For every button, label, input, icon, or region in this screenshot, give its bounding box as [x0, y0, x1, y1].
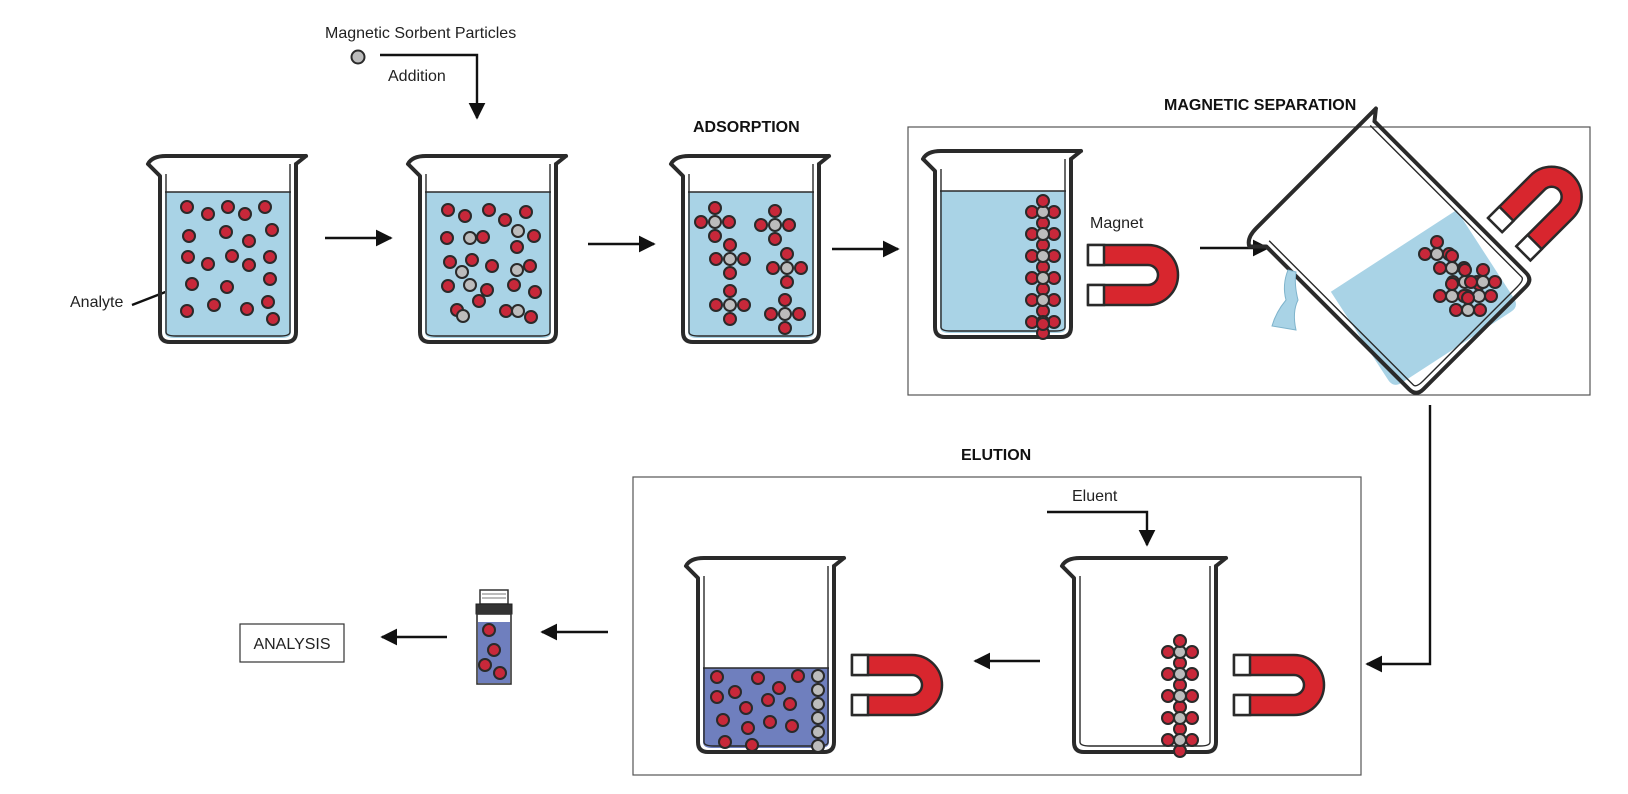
eluent-label: Eluent — [1072, 488, 1118, 505]
beaker-with-sorbent — [406, 154, 568, 344]
magnet-icon — [1232, 653, 1326, 717]
eluent-arrow — [1047, 510, 1156, 547]
analysis-label: ANALYSIS — [253, 636, 330, 653]
beaker-magnetic-separation — [921, 149, 1083, 340]
beaker-adsorption — [669, 154, 831, 344]
elution-title: ELUTION — [961, 447, 1031, 464]
magnetic-separation-box — [907, 126, 1591, 396]
magnetic-sorbent-particles-label: Magnetic Sorbent Particles — [325, 25, 516, 42]
addition-label: Addition — [388, 68, 446, 85]
magnet-icon — [850, 653, 944, 717]
analysis-box: ANALYSIS — [239, 623, 345, 663]
sorbent-particle-icon — [350, 49, 366, 65]
elution-box — [632, 476, 1362, 776]
magnet-icon — [1086, 243, 1180, 307]
beaker-eluate — [684, 556, 846, 754]
arrow-separation-to-elution — [1365, 405, 1432, 673]
sample-vial — [475, 589, 513, 685]
addition-arrow — [380, 53, 486, 120]
beaker-eluent-added — [1060, 556, 1228, 758]
beaker-analyte-solution — [146, 154, 308, 344]
analyte-label: Analyte — [70, 294, 123, 311]
magnetic-separation-title: MAGNETIC SEPARATION — [1164, 97, 1356, 114]
magnet-label: Magnet — [1090, 215, 1144, 232]
adsorption-title: ADSORPTION — [693, 119, 800, 136]
magnet-icon — [1486, 165, 1583, 263]
beaker-pouring — [1246, 106, 1532, 395]
